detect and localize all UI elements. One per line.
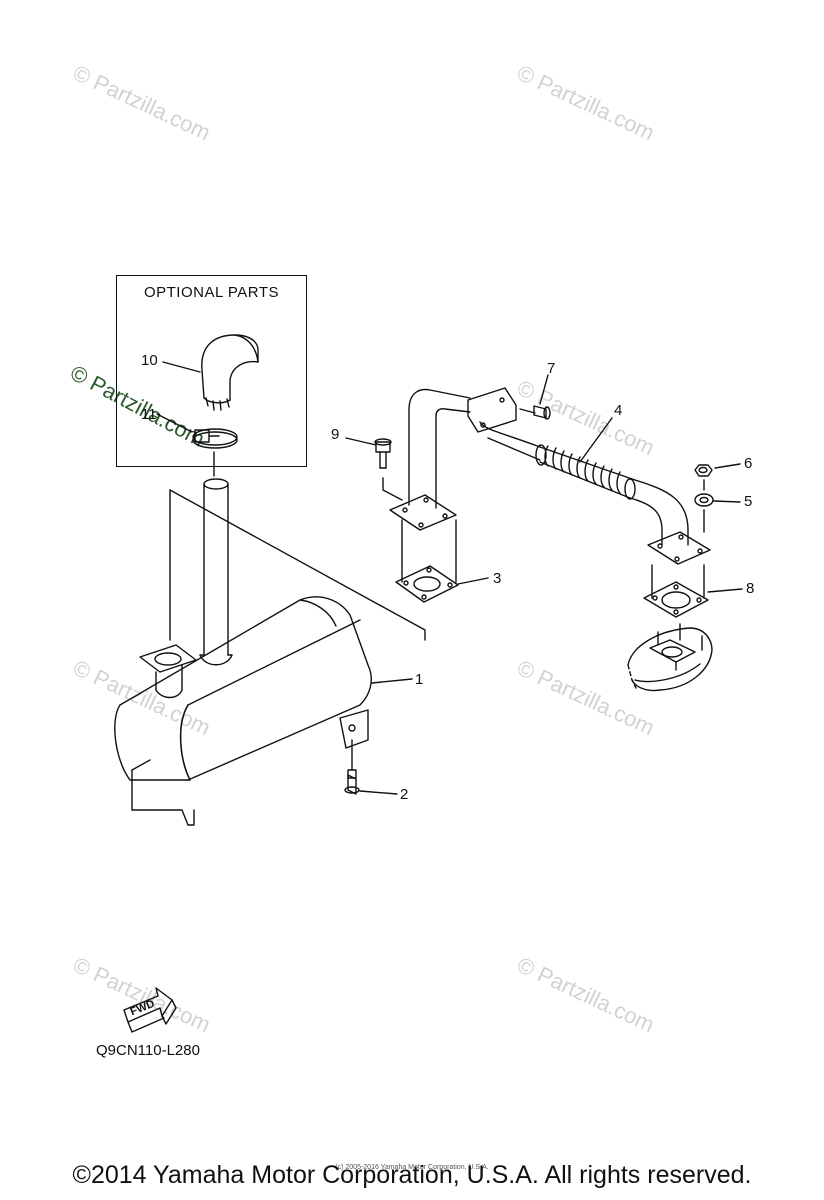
muffler [114,596,372,826]
copyright-notice: ©2014 Yamaha Motor Corporation, U.S.A. A… [72,1161,752,1189]
callout-7: 7 [547,360,556,377]
bolt-part [344,739,360,795]
cylinder-head-port [627,623,713,692]
callout-2: 2 [400,786,409,803]
callout-8: 8 [746,580,755,597]
callout-10: 10 [141,352,158,369]
gasket-8 [643,581,709,618]
callout-3: 3 [493,570,502,587]
leader-line [162,361,201,373]
tailpipe [199,478,233,666]
optional-parts-title: OPTIONAL PARTS [143,284,280,301]
nut-part [694,464,713,477]
leader-line [156,413,193,433]
bolt-part [374,438,392,469]
exhaust-pipe [389,387,711,565]
diagram-code: Q9CN110-L280 [96,1042,200,1059]
callout-4: 4 [614,402,623,419]
optional-parts-box: OPTIONAL PARTS [116,275,307,467]
callout-5: 5 [744,493,753,510]
fwd-arrow-icon [123,987,177,1033]
elbow-pipe-part [201,334,259,411]
clamp-part [192,428,238,449]
callout-1: 1 [415,671,424,688]
bolt-part [519,405,551,420]
callout-9: 9 [331,426,340,443]
callout-6: 6 [744,455,753,472]
callout-11: 11 [141,406,157,423]
gasket-3 [395,565,459,603]
washer-part [694,493,714,507]
small-print: (c) 2005-2016 Yamaha Motor Corporation, … [335,1164,489,1171]
